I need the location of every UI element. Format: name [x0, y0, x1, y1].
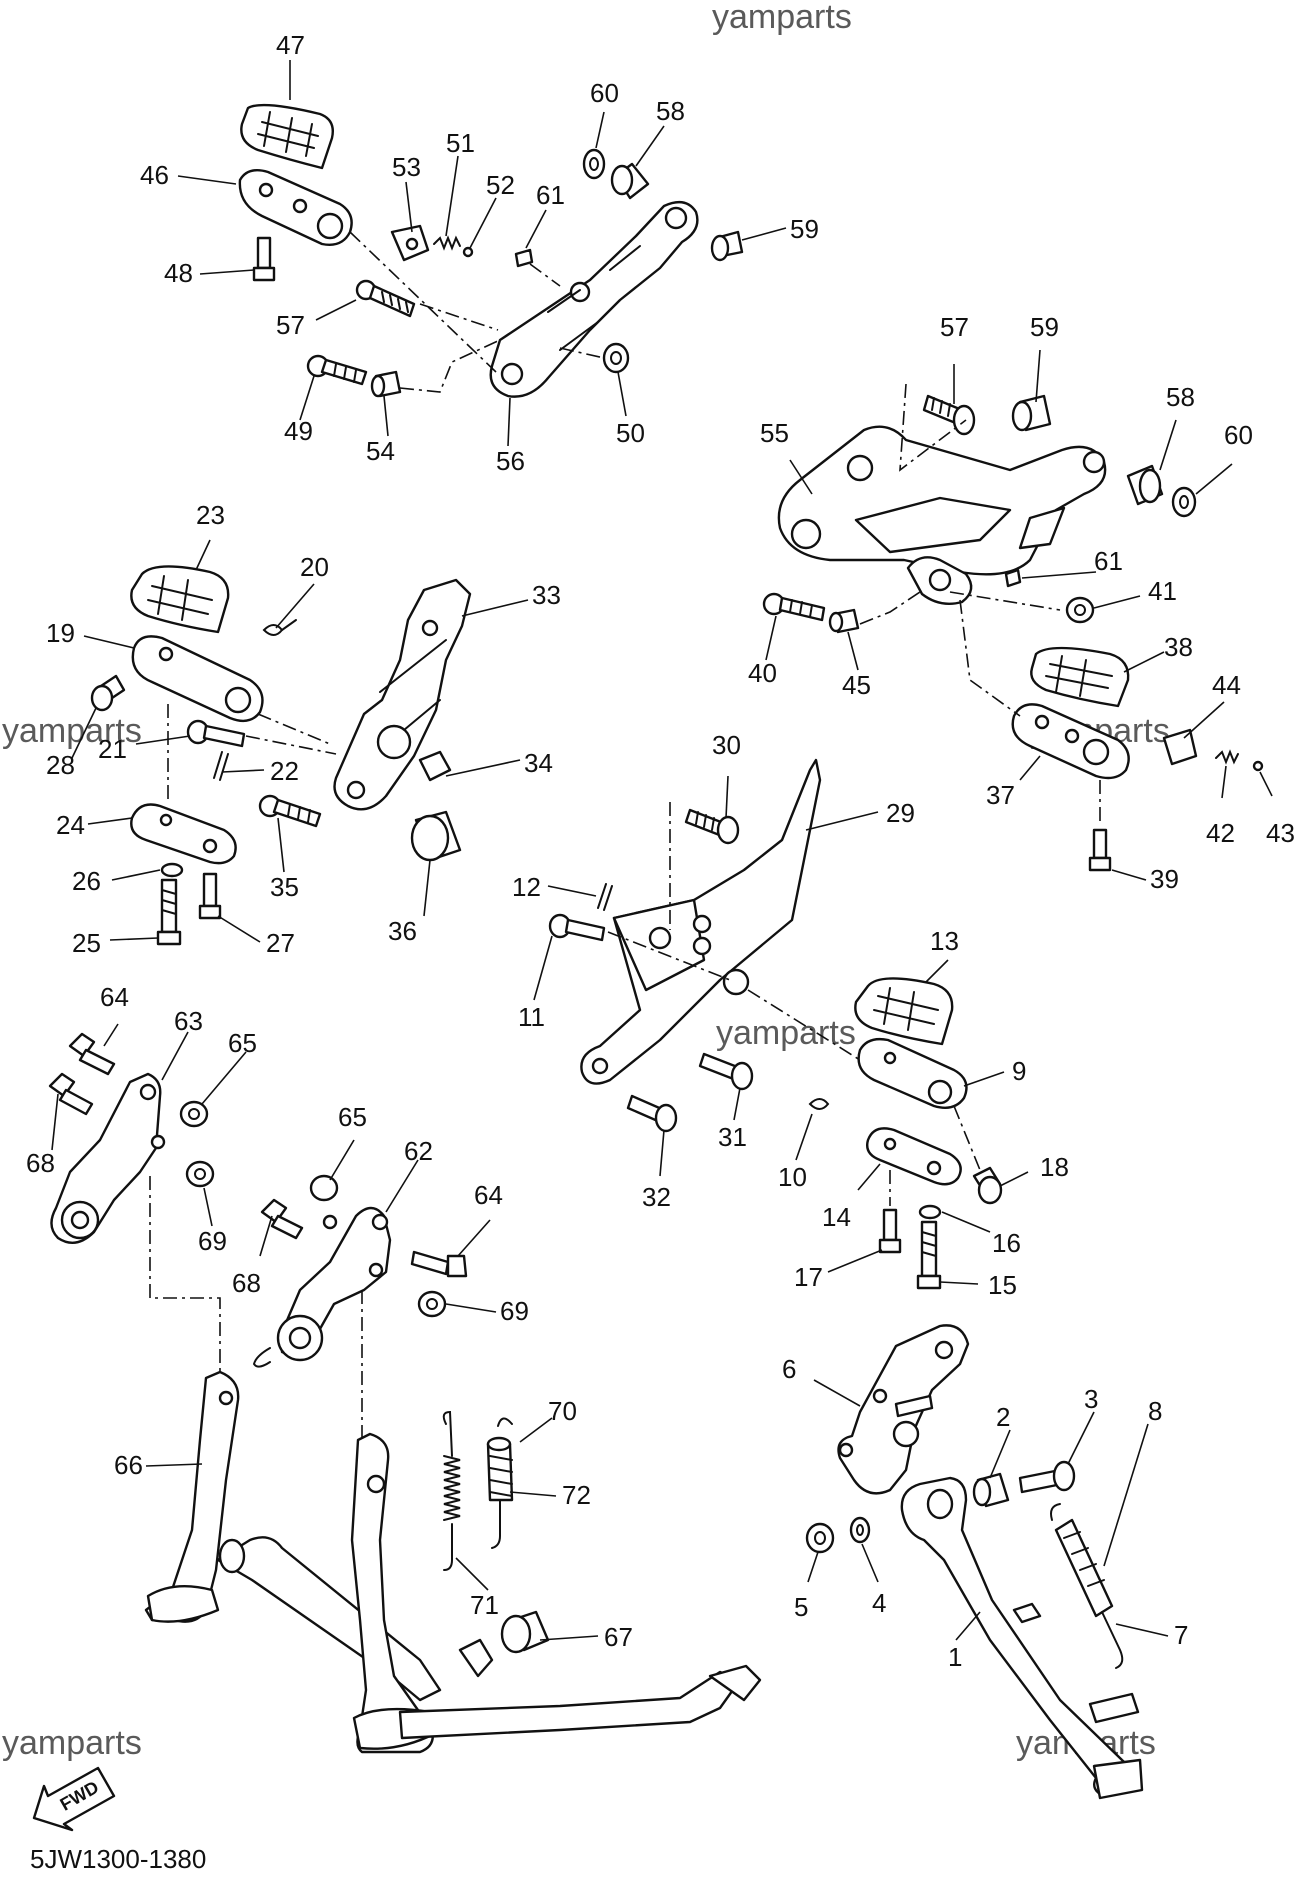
callout-labels: 47 46 48 53 51 52 61 60 58 59 57 49 54 5…: [26, 30, 1295, 1672]
callout-16: 16: [992, 1228, 1021, 1258]
callout-53: 53: [392, 152, 421, 182]
callout-35: 35: [270, 872, 299, 902]
callout-46: 46: [140, 160, 169, 190]
callout-61-a: 61: [536, 180, 565, 210]
watermark-center: yamparts: [716, 1014, 856, 1052]
callout-38: 38: [1164, 632, 1193, 662]
callout-40: 40: [748, 658, 777, 688]
callout-29: 29: [886, 798, 915, 828]
callout-70: 70: [548, 1396, 577, 1426]
callout-47: 47: [276, 30, 305, 60]
callout-57-b: 57: [940, 312, 969, 342]
callout-15: 15: [988, 1270, 1017, 1300]
callout-4: 4: [872, 1588, 886, 1618]
callout-33: 33: [532, 580, 561, 610]
callout-7: 7: [1174, 1620, 1188, 1650]
callout-31: 31: [718, 1122, 747, 1152]
callout-39: 39: [1150, 864, 1179, 894]
callout-19: 19: [46, 618, 75, 648]
callout-41: 41: [1148, 576, 1177, 606]
callout-21: 21: [98, 734, 127, 764]
callout-6: 6: [782, 1354, 796, 1384]
group-front-right-footrest: [548, 758, 1003, 1290]
callout-49: 49: [284, 416, 313, 446]
callout-14: 14: [822, 1202, 851, 1232]
group-main-stand: [144, 1370, 762, 1754]
watermark-left-mid: yamparts: [2, 712, 142, 750]
diagram-code: 5JW1300-1380: [30, 1844, 206, 1874]
callout-8: 8: [1148, 1396, 1162, 1426]
callout-69-b: 69: [500, 1296, 529, 1326]
callout-18: 18: [1040, 1152, 1069, 1182]
callout-26: 26: [72, 866, 101, 896]
callout-30: 30: [712, 730, 741, 760]
callout-17: 17: [794, 1262, 823, 1292]
callout-42: 42: [1206, 818, 1235, 848]
callout-10: 10: [778, 1162, 807, 1192]
callout-28: 28: [46, 750, 75, 780]
callout-72: 72: [562, 1480, 591, 1510]
callout-58-a: 58: [656, 96, 685, 126]
callout-24: 24: [56, 810, 85, 840]
callout-64-b: 64: [474, 1180, 503, 1210]
callout-71: 71: [470, 1590, 499, 1620]
callout-60-a: 60: [590, 78, 619, 108]
callout-68-b: 68: [232, 1268, 261, 1298]
callout-36: 36: [388, 916, 417, 946]
callout-68-a: 68: [26, 1148, 55, 1178]
callout-32: 32: [642, 1182, 671, 1212]
callout-43: 43: [1266, 818, 1295, 848]
callout-13: 13: [930, 926, 959, 956]
group-side-stand: [805, 1324, 1144, 1800]
leader-lines: [51, 60, 1273, 1641]
callout-56: 56: [496, 446, 525, 476]
callout-20: 20: [300, 552, 329, 582]
callout-5: 5: [794, 1592, 808, 1622]
callout-62: 62: [404, 1136, 433, 1166]
callout-27: 27: [266, 928, 295, 958]
callout-23: 23: [196, 500, 225, 530]
callout-58-b: 58: [1166, 382, 1195, 412]
callout-45: 45: [842, 670, 871, 700]
fwd-arrow-icon: FWD: [32, 1766, 116, 1832]
callout-3: 3: [1084, 1384, 1098, 1414]
callout-60-b: 60: [1224, 420, 1253, 450]
callout-63: 63: [174, 1006, 203, 1036]
group-rear-left-footrest: [238, 103, 744, 398]
callout-57-a: 57: [276, 310, 305, 340]
callout-54: 54: [366, 436, 395, 466]
callout-55: 55: [760, 418, 789, 448]
callout-34: 34: [524, 748, 553, 778]
callout-37: 37: [986, 780, 1015, 810]
callout-52: 52: [486, 170, 515, 200]
callout-11: 11: [518, 1002, 545, 1032]
callout-69-a: 69: [198, 1226, 227, 1256]
callout-44: 44: [1212, 670, 1241, 700]
callout-1: 1: [948, 1642, 962, 1672]
group-front-left-footrest: [90, 565, 472, 946]
callout-9: 9: [1012, 1056, 1026, 1086]
group-rear-right-footrest: [762, 383, 1264, 872]
callout-67: 67: [604, 1622, 633, 1652]
callout-59-a: 59: [790, 214, 819, 244]
watermark-left-bottom: yamparts: [2, 1724, 142, 1762]
watermark-top: yamparts: [712, 0, 852, 36]
callout-25: 25: [72, 928, 101, 958]
callout-2: 2: [996, 1402, 1010, 1432]
callout-61-b: 61: [1094, 546, 1123, 576]
callout-64-a: 64: [100, 982, 129, 1012]
callout-12: 12: [512, 872, 541, 902]
callout-48: 48: [164, 258, 193, 288]
callout-22: 22: [270, 756, 299, 786]
callout-50: 50: [616, 418, 645, 448]
callout-59-b: 59: [1030, 312, 1059, 342]
callout-51: 51: [446, 128, 475, 158]
callout-65-a: 65: [228, 1028, 257, 1058]
callout-65-b: 65: [338, 1102, 367, 1132]
callout-66: 66: [114, 1450, 143, 1480]
